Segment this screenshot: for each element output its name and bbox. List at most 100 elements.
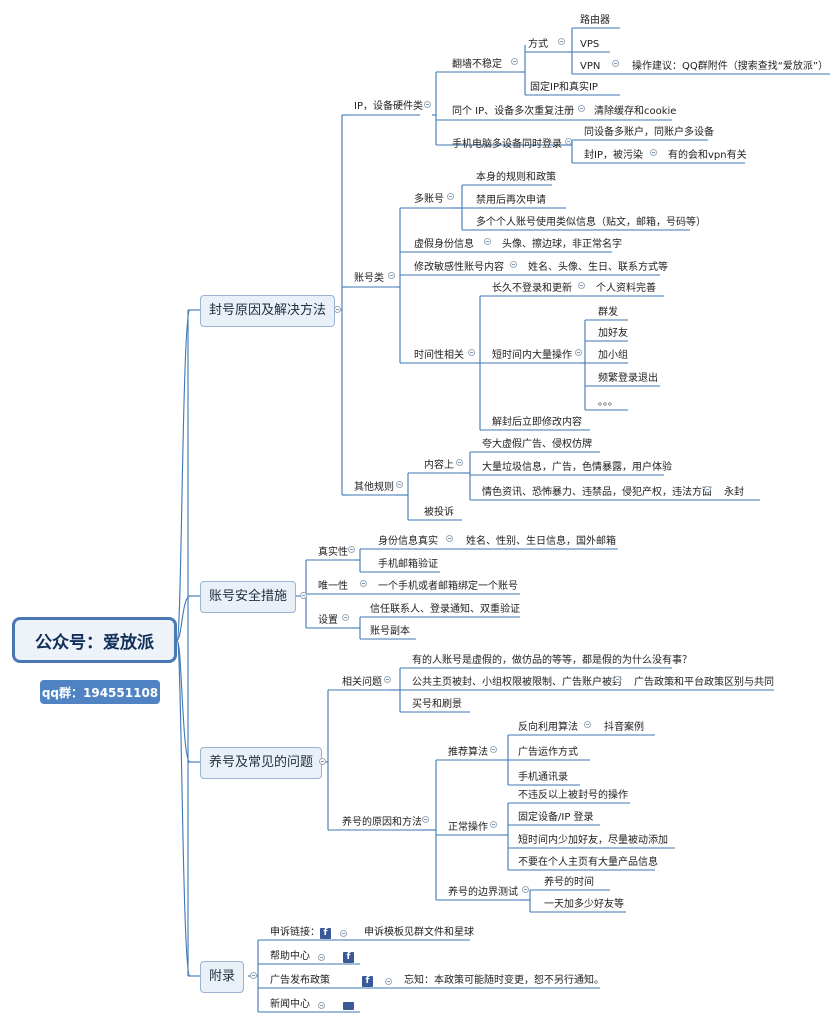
node-other-rules[interactable]: 其他规则: [354, 482, 394, 493]
node-douyin-case[interactable]: 抖音案例: [604, 722, 644, 733]
collapse-icon[interactable]: [319, 758, 326, 765]
node-real-identity[interactable]: 身份信息真实: [378, 536, 438, 547]
node-news-center[interactable]: 新闻中心: [270, 999, 310, 1010]
node-more[interactable]: 。。。: [598, 397, 618, 408]
node-fixed-device[interactable]: 固定设备/IP 登录: [518, 812, 594, 823]
node-clear-cache[interactable]: 清除缓存和cookie: [594, 106, 677, 117]
node-same-ip[interactable]: 同个 IP、设备多次重复注册: [452, 106, 575, 117]
collapse-icon[interactable]: [704, 486, 711, 493]
collapse-icon[interactable]: [447, 193, 454, 200]
node-phone-contacts[interactable]: 手机通讯录: [518, 772, 568, 783]
branch-account-security[interactable]: 账号安全措施: [200, 581, 297, 613]
collapse-icon[interactable]: [614, 676, 621, 683]
facebook-icon[interactable]: f: [362, 976, 373, 987]
node-multi-account[interactable]: 多账号: [414, 194, 444, 205]
collapse-icon[interactable]: [612, 60, 619, 67]
collapse-icon[interactable]: [575, 349, 582, 356]
collapse-icon[interactable]: [490, 746, 497, 753]
collapse-icon[interactable]: [558, 38, 565, 45]
facebook-icon[interactable]: f: [343, 952, 354, 963]
collapse-icon[interactable]: [250, 972, 257, 979]
node-similar-info[interactable]: 多个个人账号使用类似信息（贴文，邮箱，号码等）: [476, 217, 706, 228]
node-frequent-login[interactable]: 频繁登录退出: [598, 373, 658, 384]
collapse-icon[interactable]: [565, 138, 572, 145]
node-fake-detail[interactable]: 头像、擦边球，非正常名字: [502, 239, 622, 250]
node-no-violation[interactable]: 不违反以上被封号的操作: [518, 790, 628, 801]
collapse-icon[interactable]: [300, 592, 307, 599]
node-vpn-related[interactable]: 有的会和vpn有关: [668, 150, 747, 161]
node-reverse-algo[interactable]: 反向利用算法: [518, 722, 578, 733]
node-trusted-contacts[interactable]: 信任联系人、登录通知、双重验证: [370, 604, 520, 615]
node-ads-policy[interactable]: 广告发布政策: [270, 975, 330, 986]
collapse-icon[interactable]: [511, 58, 518, 65]
node-exaggerate-ads[interactable]: 夸大虚假广告、侵权仿牌: [482, 439, 592, 450]
node-modify-detail[interactable]: 姓名、头像、生日、联系方式等: [528, 262, 668, 273]
collapse-icon[interactable]: [424, 101, 431, 108]
collapse-icon[interactable]: [385, 978, 392, 985]
node-long-inactive[interactable]: 长久不登录和更新: [492, 283, 572, 294]
node-help-center[interactable]: 帮助中心: [270, 951, 310, 962]
node-after-unban[interactable]: 解封后立即修改内容: [492, 417, 582, 428]
node-router[interactable]: 路由器: [580, 15, 610, 26]
node-policy-difference[interactable]: 广告政策和平台政策区别与共同: [634, 677, 774, 688]
node-buy-accounts[interactable]: 买号和刷景: [412, 699, 462, 710]
collapse-icon[interactable]: [456, 459, 463, 466]
node-one-phone-one-account[interactable]: 一个手机或者邮箱绑定一个账号: [378, 581, 518, 592]
news-icon[interactable]: [343, 1002, 354, 1010]
node-fake-identity[interactable]: 虚假身份信息: [414, 239, 474, 250]
node-time-related[interactable]: 时间性相关: [414, 350, 464, 361]
collapse-icon[interactable]: [422, 816, 429, 823]
node-appeal-link[interactable]: 申诉链接：: [270, 927, 320, 938]
branch-raising-accounts[interactable]: 养号及常见的问题: [200, 747, 323, 779]
node-vpn-tip[interactable]: 操作建议：QQ群附件（搜索查找“爱放派”）: [632, 61, 829, 72]
node-add-friends[interactable]: 加好友: [598, 328, 628, 339]
collapse-icon[interactable]: [334, 306, 341, 313]
node-no-products[interactable]: 不要在个人主页有大量产品信息: [518, 857, 658, 868]
node-fewer-friends[interactable]: 短时间内少加好友，尽量被动添加: [518, 835, 668, 846]
node-account-copy[interactable]: 账号副本: [370, 626, 410, 637]
node-short-burst[interactable]: 短时间内大量操作: [492, 350, 572, 361]
collapse-icon[interactable]: [578, 105, 585, 112]
collapse-icon[interactable]: [340, 930, 347, 937]
collapse-icon[interactable]: [522, 886, 529, 893]
node-join-groups[interactable]: 加小组: [598, 350, 628, 361]
node-appeal-template[interactable]: 申诉模板见群文件和星球: [364, 927, 474, 938]
node-settings[interactable]: 设置: [318, 615, 338, 626]
collapse-icon[interactable]: [510, 261, 517, 268]
node-ad-operation[interactable]: 广告运作方式: [518, 747, 578, 758]
node-authenticity[interactable]: 真实性: [318, 547, 348, 558]
collapse-icon[interactable]: [578, 282, 585, 289]
node-fake-account-question[interactable]: 有的人账号是虚假的，做仿品的等等，都是假的为什么没有事？: [412, 655, 692, 666]
branch-ban-reasons[interactable]: 封号原因及解决方法: [200, 295, 336, 327]
node-mass-post[interactable]: 群发: [598, 307, 618, 318]
collapse-icon[interactable]: [342, 614, 349, 621]
node-account-type[interactable]: 账号类: [354, 273, 384, 284]
collapse-icon[interactable]: [348, 546, 355, 553]
node-method[interactable]: 方式: [528, 39, 548, 50]
node-same-device[interactable]: 同设备多账户，同账户多设备: [584, 127, 714, 138]
node-fixed-ip[interactable]: 固定IP和真实IP: [530, 82, 598, 93]
branch-appendix[interactable]: 附录: [200, 961, 245, 993]
node-related-issues[interactable]: 相关问题: [342, 677, 382, 688]
node-multi-device[interactable]: 手机电脑多设备同时登录: [452, 139, 562, 150]
collapse-icon[interactable]: [468, 349, 475, 356]
node-phone-email-verify[interactable]: 手机邮箱验证: [378, 559, 438, 570]
node-normal-operation[interactable]: 正常操作: [448, 822, 488, 833]
node-raise-method[interactable]: 养号的原因和方法: [342, 817, 422, 828]
node-raise-time[interactable]: 养号的时间: [544, 877, 594, 888]
mindmap-root[interactable]: 公众号：爱放派: [12, 617, 177, 663]
node-ip-hardware[interactable]: IP，设备硬件类: [354, 101, 423, 112]
node-vpn[interactable]: VPN: [580, 61, 601, 72]
node-unstable-vpn[interactable]: 翻墙不稳定: [452, 59, 502, 70]
collapse-icon[interactable]: [584, 721, 591, 728]
facebook-icon[interactable]: f: [320, 928, 331, 939]
node-polluted-ip[interactable]: 封IP，被污染: [584, 150, 643, 161]
node-boundary-test[interactable]: 养号的边界测试: [448, 887, 518, 898]
collapse-icon[interactable]: [446, 535, 453, 542]
node-modify-sensitive[interactable]: 修改敏感性账号内容: [414, 262, 504, 273]
node-real-identity-detail[interactable]: 姓名、性别、生日信息，国外邮箱: [466, 536, 616, 547]
node-reapply[interactable]: 禁用后再次申请: [476, 195, 546, 206]
node-page-banned[interactable]: 公共主页被封、小组权限被限制、广告账户被封: [412, 677, 622, 688]
collapse-icon[interactable]: [318, 954, 325, 961]
collapse-icon[interactable]: [318, 1002, 325, 1009]
